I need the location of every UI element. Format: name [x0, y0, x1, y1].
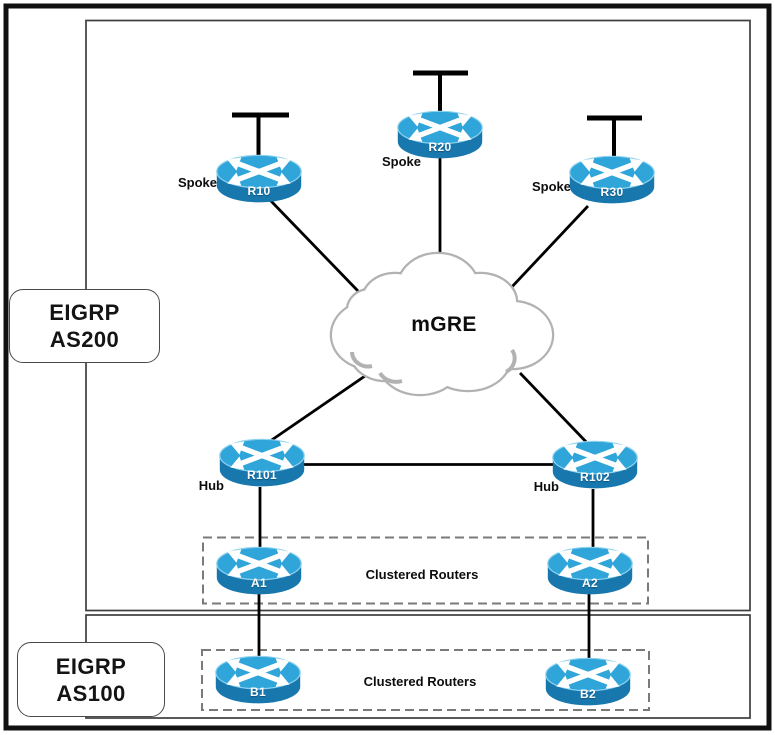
cluster-a-label: Clustered Routers: [365, 567, 479, 582]
role-label-r101: Hub: [198, 478, 224, 493]
as100-label-line1: EIGRP: [55, 653, 127, 679]
role-label-r10: Spoke: [177, 175, 217, 190]
antenna-r30-icon: [587, 115, 642, 159]
as200-label-line1: EIGRP: [49, 300, 120, 325]
as200-label-line2: AS200: [49, 327, 120, 352]
router-a1: A1: [215, 546, 303, 597]
as200-label-box: EIGRP AS200: [9, 289, 160, 363]
router-r101: R101: [218, 438, 306, 489]
router-b1-label: B1: [250, 685, 266, 699]
link-r10-cloud: [268, 199, 360, 292]
router-r10-label: R10: [247, 184, 271, 198]
cloud-label: mGRE: [411, 313, 477, 336]
router-r20-label: R20: [428, 140, 452, 154]
outer-border: [3, 3, 772, 731]
cluster-a-box: [202, 536, 649, 605]
as100-label-line2: AS100: [56, 680, 126, 706]
as100-boundary: [85, 614, 751, 719]
router-r101-label: R101: [247, 468, 277, 482]
router-r30-label: R30: [600, 185, 624, 199]
router-b1: B1: [214, 655, 302, 706]
router-r102: R102: [551, 440, 639, 491]
mgre-cloud-icon: [329, 251, 555, 397]
router-r102-label: R102: [580, 470, 610, 484]
role-label-r30: Spoke: [531, 179, 571, 194]
router-r20: R20: [396, 110, 484, 161]
cluster-b-box: [201, 649, 650, 711]
cluster-b-label: Clustered Routers: [363, 674, 477, 689]
router-b2: B2: [544, 657, 632, 708]
router-b2-label: B2: [580, 687, 596, 701]
antenna-r20-icon: [413, 70, 468, 114]
router-r10: R10: [215, 154, 303, 205]
link-cloud-r102: [518, 372, 594, 449]
router-r30: R30: [568, 155, 656, 206]
link-r30-cloud: [506, 205, 590, 292]
role-label-r20: Spoke: [381, 154, 421, 169]
as100-label-box: EIGRP AS100: [17, 642, 165, 717]
router-a2-label: A2: [582, 576, 598, 590]
link-cloud-r101: [262, 374, 366, 448]
router-a2: A2: [546, 546, 634, 597]
role-label-r102: Hub: [533, 479, 559, 494]
antenna-r10-icon: [232, 112, 289, 157]
router-a1-label: A1: [251, 576, 267, 590]
